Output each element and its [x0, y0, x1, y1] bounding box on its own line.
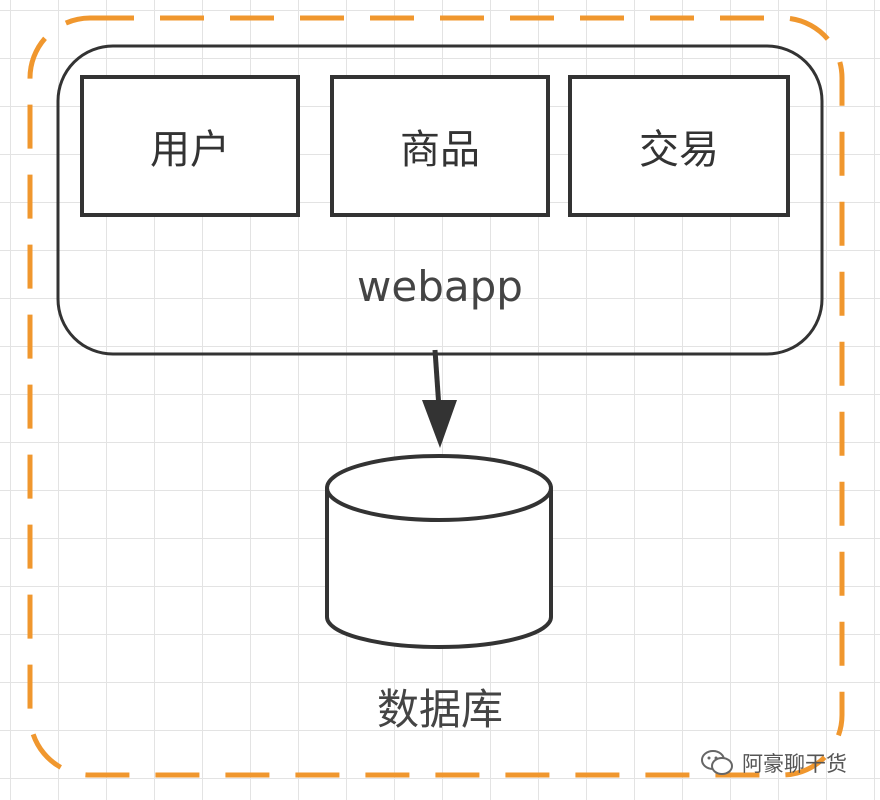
- arrow-line: [432, 349, 442, 409]
- outer-boundary: [27, 15, 845, 778]
- module-transaction[interactable]: 交易: [568, 75, 790, 217]
- wechat-icon: [701, 750, 733, 775]
- webapp-label: webapp: [357, 262, 523, 311]
- watermark-text: 阿豪聊干货: [742, 752, 847, 776]
- arrow-head: [422, 400, 457, 448]
- watermark: 阿豪聊干货: [700, 745, 847, 781]
- database-cylinder[interactable]: [325, 454, 553, 649]
- webapp-container[interactable]: [56, 44, 824, 356]
- module-product[interactable]: 商品: [330, 75, 550, 217]
- module-user[interactable]: 用户: [80, 75, 300, 217]
- database-label: 数据库: [376, 685, 503, 734]
